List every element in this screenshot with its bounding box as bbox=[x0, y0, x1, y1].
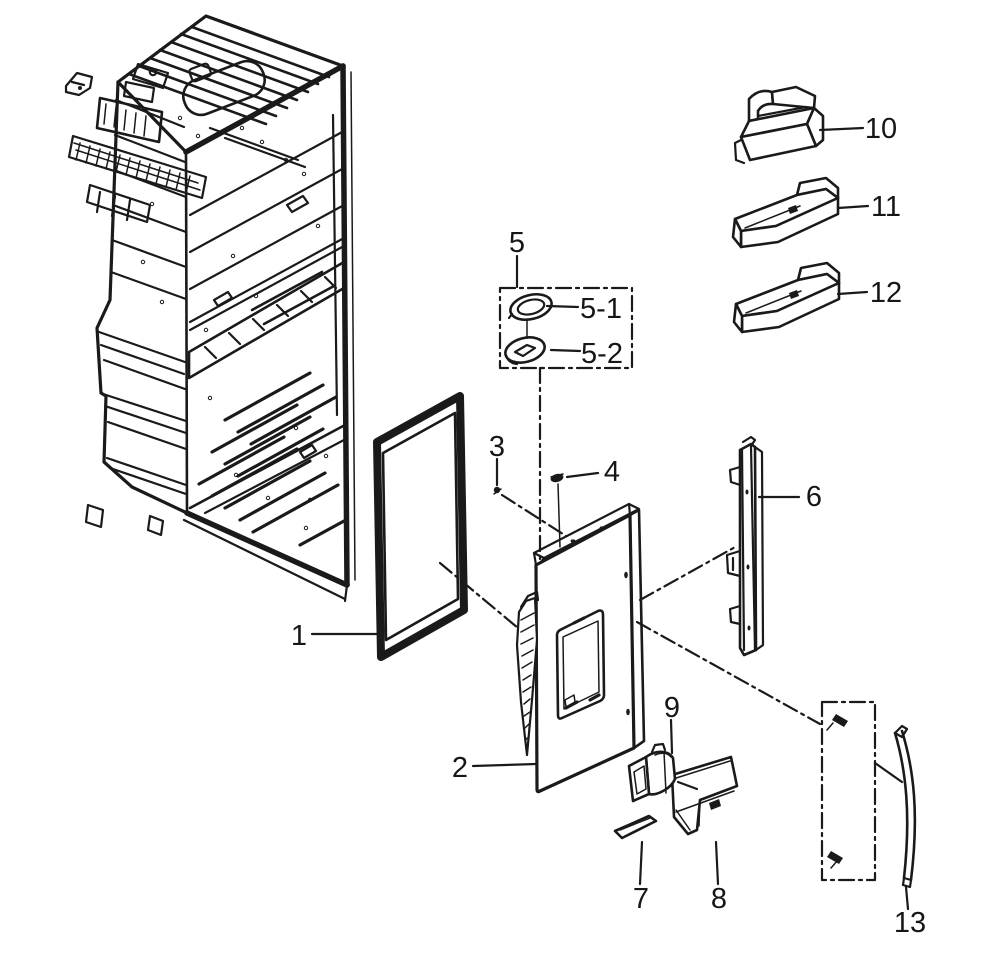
callout-11: 11 bbox=[836, 191, 901, 223]
callout-label-5: 5 bbox=[509, 227, 525, 259]
part-13-handle bbox=[893, 724, 917, 889]
part-11-door-bin bbox=[731, 176, 840, 249]
refrigerator-cabinet-drawing bbox=[64, 14, 356, 603]
part-10-door-bin bbox=[733, 85, 825, 165]
part-12-door-bin bbox=[732, 261, 841, 334]
callout-3: 3 bbox=[489, 431, 505, 487]
callout-8: 8 bbox=[711, 840, 727, 915]
callout-label-4: 4 bbox=[604, 456, 620, 488]
part-7-spacer-strip bbox=[613, 814, 658, 840]
callout-9: 9 bbox=[664, 692, 680, 755]
callout-label-1: 1 bbox=[291, 620, 307, 652]
callout-label-2: 2 bbox=[452, 752, 468, 784]
part-4-screw bbox=[550, 473, 564, 483]
callout-2: 2 bbox=[452, 752, 538, 784]
callout-label-10: 10 bbox=[865, 113, 897, 145]
callout-1: 1 bbox=[291, 620, 381, 652]
cabinet-rivet-dots bbox=[140, 115, 329, 531]
part-8-bracket-cover bbox=[670, 755, 739, 836]
callout-label-13: 13 bbox=[894, 907, 926, 939]
door-phantom-panel bbox=[820, 700, 877, 882]
part-5-2-cap bbox=[504, 336, 546, 366]
callout-13: 13 bbox=[894, 885, 926, 939]
part-9-water-valve bbox=[627, 742, 677, 803]
part-2-door-panel bbox=[515, 502, 646, 794]
callout-4: 4 bbox=[565, 456, 620, 488]
part-5-1-grommet bbox=[507, 292, 553, 322]
callout-12: 12 bbox=[836, 277, 902, 309]
part-6-hinge-rail bbox=[725, 435, 765, 657]
callout-5: 5 bbox=[509, 227, 525, 289]
callout-label-6: 6 bbox=[806, 481, 822, 513]
callout-label-11: 11 bbox=[871, 191, 901, 223]
callout-10: 10 bbox=[818, 113, 897, 145]
callout-label-3: 3 bbox=[489, 431, 505, 463]
part-3-screw bbox=[493, 486, 502, 495]
callouts: 1 2 3 4 5 5-1 5-2 6 bbox=[291, 113, 926, 939]
callout-7: 7 bbox=[633, 840, 649, 915]
part-1-door-gasket bbox=[373, 392, 468, 661]
callout-6: 6 bbox=[757, 481, 822, 513]
callout-label-8: 8 bbox=[711, 883, 727, 915]
callout-label-5-1: 5-1 bbox=[580, 293, 622, 325]
callout-5-2: 5-2 bbox=[549, 338, 623, 370]
callout-label-9: 9 bbox=[664, 692, 680, 724]
alignment-lines bbox=[438, 366, 904, 791]
callout-5-1: 5-1 bbox=[545, 293, 622, 325]
callout-label-5-2: 5-2 bbox=[581, 338, 623, 370]
part-5-grommet-kit bbox=[498, 286, 634, 370]
callout-label-7: 7 bbox=[633, 883, 649, 915]
callout-label-12: 12 bbox=[870, 277, 902, 309]
